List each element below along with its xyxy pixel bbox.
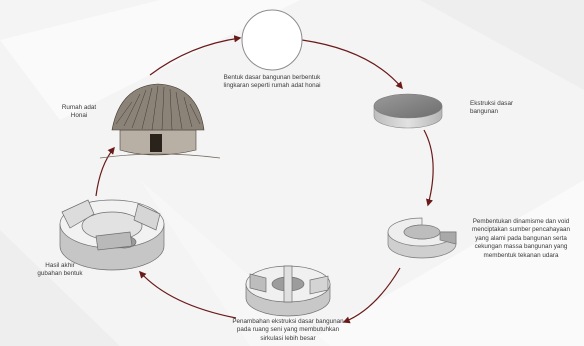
split-ring-icon (245, 265, 331, 317)
honai-hut-icon (99, 83, 221, 159)
cycle-arrows (95, 35, 434, 324)
label-final-form: Hasil akhir gubahan bentuk (37, 262, 83, 278)
arrow-circle-to-disc (301, 39, 403, 90)
arrow-final-to-honai (95, 146, 115, 197)
arrow-disc-to-ring (423, 129, 434, 207)
extruded-disc-icon (373, 93, 443, 129)
arrow-honai-to-circle (149, 35, 242, 76)
label-circle: Bentuk dasar bangunan berbentuk lingkara… (223, 74, 321, 90)
label-voided-ring: Pembentukan dinamisme dan void menciptak… (471, 218, 570, 259)
voided-ring-icon (387, 217, 457, 259)
circle-outline-icon (241, 9, 303, 71)
arrow-split-to-final (139, 270, 237, 319)
label-disc: Ekstruksi dasar bangunan (470, 100, 514, 116)
label-split-ring: Penambahan ekstruksi dasar bangunan pada… (232, 318, 344, 342)
label-honai: Rumah adat Honai (61, 104, 97, 120)
final-form-icon (59, 199, 165, 271)
arrow-ring-to-split (342, 267, 401, 324)
